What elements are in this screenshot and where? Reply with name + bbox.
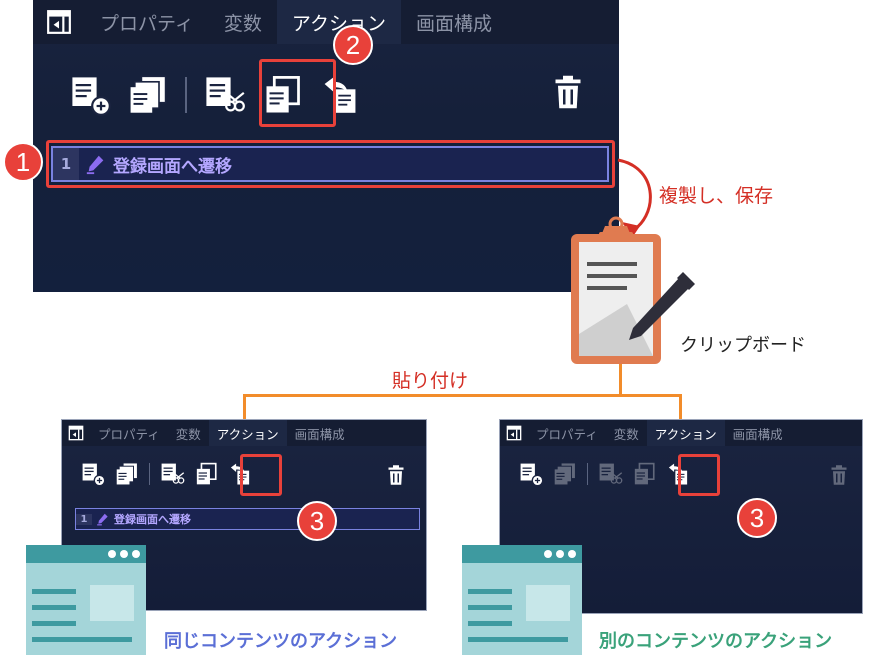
duplicate-action-button[interactable] [548, 457, 582, 491]
step-badge-3-other: 3 [737, 498, 777, 538]
content-window-icon [462, 545, 582, 655]
connector-line [679, 394, 682, 420]
paste-button-highlight [240, 454, 282, 496]
step-badge-3-same: 3 [297, 501, 337, 541]
action-item-label: 登録画面へ遷移 [114, 513, 191, 526]
connector-line [243, 394, 246, 420]
connector-line [243, 394, 681, 397]
cut-action-button[interactable] [155, 457, 189, 491]
toolbar-divider [185, 77, 187, 113]
cut-icon [159, 461, 185, 487]
cut-action-button[interactable] [593, 457, 627, 491]
action-list-item[interactable]: 1 登録画面へ遷移 [75, 508, 420, 530]
cut-action-button[interactable] [195, 66, 253, 124]
copy-button-highlight [259, 59, 336, 127]
cut-icon [597, 461, 623, 487]
copy-action-button[interactable] [189, 457, 223, 491]
duplicate-action-button[interactable] [119, 66, 177, 124]
dock-toggle-icon[interactable] [62, 420, 90, 446]
tab-properties[interactable]: プロパティ [100, 12, 194, 35]
tab-actions[interactable]: アクション [208, 420, 287, 446]
step-badge-1: 1 [3, 142, 43, 182]
tab-variables[interactable]: 変数 [175, 426, 201, 442]
copy-save-annotation: 複製し、保存 [659, 185, 774, 207]
copy-icon [193, 461, 219, 487]
action-toolbar [514, 457, 695, 491]
toolbar-divider [587, 463, 588, 485]
action-toolbar [61, 66, 369, 124]
panel-tab-bar: プロパティ 変数 アクション 画面構成 [62, 420, 426, 446]
tab-properties[interactable]: プロパティ [98, 426, 160, 442]
panel-tab-bar: プロパティ 変数 アクション 画面構成 [500, 420, 862, 446]
add-action-icon [80, 461, 106, 487]
copy-icon [631, 461, 657, 487]
add-action-icon [518, 461, 544, 487]
clipboard-label: クリップボード [680, 335, 806, 356]
action-item-number: 1 [53, 148, 79, 180]
action-item-label: 登録画面へ遷移 [113, 156, 232, 177]
delete-action-button[interactable] [830, 462, 848, 492]
trash-icon [387, 462, 405, 488]
clipboard-icon [571, 216, 695, 364]
tab-screen-structure[interactable]: 画面構成 [732, 426, 783, 442]
duplicate-action-icon [114, 461, 140, 487]
action-item-number: 1 [76, 513, 92, 525]
step-badge-2: 2 [333, 25, 373, 65]
action-item-highlight [46, 140, 615, 188]
connector-line [619, 364, 622, 396]
tab-properties[interactable]: プロパティ [536, 426, 598, 442]
delete-action-button[interactable] [387, 462, 405, 492]
tab-screen-structure[interactable]: 画面構成 [294, 426, 345, 442]
add-action-button[interactable] [61, 66, 119, 124]
dock-toggle-icon[interactable] [500, 420, 528, 446]
trash-icon [553, 70, 583, 114]
toolbar-divider [149, 463, 150, 485]
dock-toggle-icon[interactable] [33, 0, 85, 44]
paste-button-highlight [678, 454, 720, 496]
duplicate-action-button[interactable] [110, 457, 144, 491]
paste-annotation: 貼り付け [392, 370, 469, 392]
cut-icon [202, 73, 246, 117]
action-panel-source: プロパティ 変数 アクション 画面構成 1 登録画面へ遷移 [33, 0, 619, 292]
add-action-button[interactable] [76, 457, 110, 491]
tab-variables[interactable]: 変数 [223, 12, 262, 35]
copy-action-button[interactable] [627, 457, 661, 491]
duplicate-action-icon [126, 73, 170, 117]
caption-other-content: 別のコンテンツのアクション [599, 631, 833, 652]
action-list-item[interactable]: 1 登録画面へ遷移 [51, 146, 609, 182]
trash-icon [830, 462, 848, 488]
add-action-button[interactable] [514, 457, 548, 491]
pen-icon [96, 512, 110, 526]
tab-variables[interactable]: 変数 [613, 426, 639, 442]
add-action-icon [68, 73, 112, 117]
tab-screen-structure[interactable]: 画面構成 [415, 12, 492, 35]
action-toolbar [76, 457, 257, 491]
panel-tab-bar: プロパティ 変数 アクション 画面構成 [33, 0, 619, 44]
content-window-icon [26, 545, 146, 655]
delete-action-button[interactable] [553, 70, 583, 118]
tab-actions[interactable]: アクション [646, 420, 725, 446]
caption-same-content: 同じコンテンツのアクション [164, 631, 398, 652]
duplicate-action-icon [552, 461, 578, 487]
